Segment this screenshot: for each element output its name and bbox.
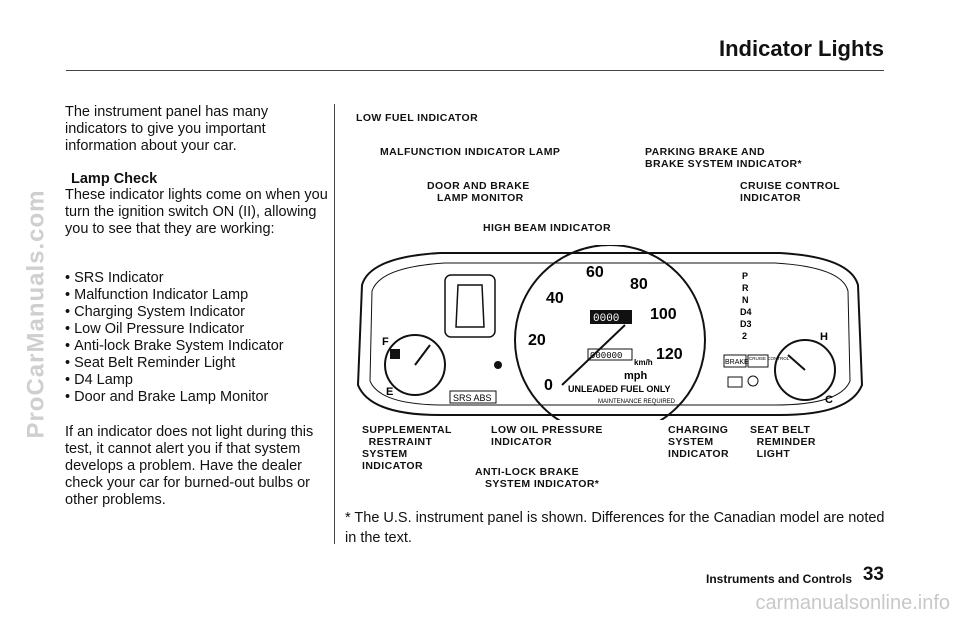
speedometer-needle: [561, 324, 626, 386]
trip-meter-digits: 000000: [590, 351, 622, 361]
list-item: SRS Indicator: [65, 270, 284, 287]
callout-charging: CHARGING SYSTEM INDICATOR: [668, 424, 729, 460]
gear-label: P: [742, 271, 748, 281]
odometer-digits: 0000: [593, 313, 619, 325]
trip-meter-box: [587, 348, 633, 361]
gear-label: R: [742, 283, 749, 293]
indicator-list: SRS Indicator Malfunction Indicator Lamp…: [65, 270, 284, 406]
speed-tick-label: 40: [546, 290, 564, 307]
speed-tick-label: 80: [630, 276, 648, 293]
mph-unit-label: mph: [624, 370, 648, 382]
temp-cold-label: C: [825, 394, 833, 406]
cruise-label: CRUISE CONTROL: [749, 356, 790, 361]
car-silhouette-icon: [455, 284, 485, 328]
callout-seat-belt: SEAT BELT REMINDER LIGHT: [750, 424, 816, 460]
temp-hot-label: H: [820, 331, 828, 343]
speed-tick-label: 100: [650, 306, 677, 323]
speed-tick-label: 60: [586, 264, 604, 281]
list-item: Charging System Indicator: [65, 304, 284, 321]
callout-cruise: CRUISE CONTROL INDICATOR: [740, 180, 841, 204]
fuel-empty-label: E: [386, 386, 393, 398]
fuel-full-label: F: [382, 336, 389, 348]
brake-indicator: [723, 354, 747, 368]
seat-belt-icon: [747, 375, 759, 387]
fuel-notice: UNLEADED FUEL ONLY: [568, 384, 671, 394]
low-fuel-indicator: [390, 349, 400, 359]
cluster-inner-outline: [369, 262, 851, 406]
cruise-control-indicator: [747, 354, 769, 368]
list-item: Malfunction Indicator Lamp: [65, 287, 284, 304]
lamp-check-paragraph: These indicator lights come on when you …: [65, 187, 328, 237]
fuel-needle: [414, 344, 431, 366]
footer-section-title: Instruments and Controls: [705, 572, 852, 586]
charging-system-icon: [727, 376, 743, 388]
gear-position-indicator: P R N D4 D3 2: [740, 271, 752, 341]
column-divider: [334, 104, 335, 544]
callout-low-fuel: LOW FUEL INDICATOR: [356, 112, 479, 124]
high-beam-icon: [494, 361, 502, 369]
speed-tick-label: 120: [656, 346, 683, 363]
temperature-gauge: [774, 339, 836, 401]
speed-tick-labels: 0 20 40 60 80 100 120: [528, 264, 683, 394]
page-number: 33: [862, 564, 884, 585]
callout-door-brake: DOOR AND BRAKE LAMP MONITOR: [427, 180, 530, 204]
list-item: Anti-lock Brake System Indicator: [65, 338, 284, 355]
callout-parking-brake: PARKING BRAKE AND BRAKE SYSTEM INDICATOR…: [645, 146, 802, 170]
note: * The U.S. instrument panel is shown. Di…: [345, 510, 885, 546]
srs-abs-label: SRS ABS: [453, 393, 492, 403]
gear-label: 2: [742, 331, 747, 341]
gear-label: N: [742, 295, 749, 305]
intro-paragraph: The instrument panel has many indicators…: [65, 104, 269, 154]
callout-mil: MALFUNCTION INDICATOR LAMP: [380, 146, 561, 158]
list-item: Low Oil Pressure Indicator: [65, 321, 284, 338]
watermark-left: ProCarManuals.com: [22, 189, 50, 439]
instrument-panel-illustration: F E H C 0 20 40 60 80 100 120 0000 00000…: [356, 245, 864, 420]
temp-needle: [787, 354, 806, 371]
door-brake-monitor: [444, 274, 496, 338]
callout-srs: SUPPLEMENTAL RESTRAINT SYSTEM INDICATOR: [362, 424, 452, 472]
cluster-outline: [356, 252, 864, 416]
list-item: Seat Belt Reminder Light: [65, 355, 284, 372]
callout-high-beam: HIGH BEAM INDICATOR: [483, 222, 611, 234]
list-item: Door and Brake Lamp Monitor: [65, 389, 284, 406]
kmh-unit-label: km/h: [634, 358, 653, 367]
callout-low-oil: LOW OIL PRESSURE INDICATOR: [491, 424, 603, 448]
maintenance-required-light: MAINTENANCE REQUIRED: [598, 399, 676, 405]
callout-abs: ANTI-LOCK BRAKE SYSTEM INDICATOR*: [475, 466, 600, 490]
watermark-bottom: carmanualsonline.info: [755, 592, 950, 614]
brake-label: BRAKE: [725, 359, 749, 366]
page-title: Indicator Lights: [719, 36, 884, 61]
speedometer: [514, 245, 706, 420]
gear-label: D4: [740, 307, 752, 317]
lamp-check-heading: Lamp Check: [71, 171, 158, 187]
fuel-gauge: [384, 334, 446, 396]
list-item: D4 Lamp: [65, 372, 284, 389]
srs-abs-box: [449, 390, 497, 404]
odometer-box: [590, 310, 632, 324]
speed-tick-label: 20: [528, 332, 546, 349]
header-rule: [66, 70, 884, 71]
lamp-check-footer: If an indicator does not light during th…: [65, 424, 314, 508]
gear-label: D3: [740, 319, 752, 329]
speed-tick-label: 0: [544, 377, 553, 394]
